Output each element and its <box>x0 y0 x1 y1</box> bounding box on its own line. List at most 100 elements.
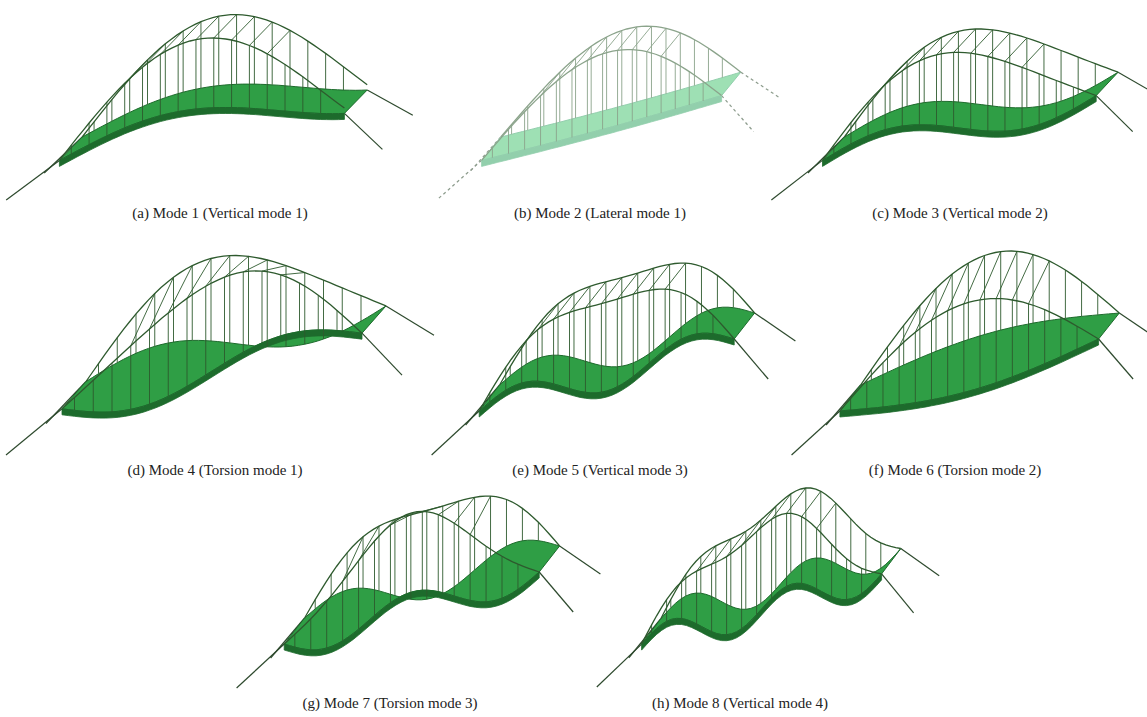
hanger <box>111 100 112 122</box>
hanger <box>980 300 981 388</box>
arch-rib <box>501 26 741 137</box>
hanger <box>502 556 503 598</box>
hanger <box>106 102 107 136</box>
arch-brace <box>470 496 490 534</box>
hanger <box>617 299 618 387</box>
mode-caption: (h) Mode 8 (Vertical mode 4) <box>652 695 828 712</box>
arch-brace <box>249 22 272 45</box>
hanger <box>93 380 94 412</box>
arch-brace <box>422 506 442 511</box>
hanger <box>262 271 263 343</box>
hanger <box>1060 317 1061 356</box>
hanger <box>71 145 72 154</box>
arch-rib <box>62 271 362 409</box>
arch-brace <box>787 488 806 513</box>
arch-brace <box>948 263 969 311</box>
hanger <box>470 535 471 601</box>
arch-brace <box>649 264 669 290</box>
arch-brace <box>742 520 761 545</box>
hanger <box>358 561 359 629</box>
arch-brace <box>601 278 621 304</box>
hanger <box>1043 44 1044 106</box>
hanger <box>865 533 866 574</box>
hanger <box>454 523 455 596</box>
hanger <box>74 397 75 410</box>
arch-brace <box>570 286 590 312</box>
hanger <box>147 60 148 105</box>
arch-brace <box>980 252 1001 300</box>
arch-brace <box>954 29 976 52</box>
hanger <box>790 494 791 573</box>
hanger <box>701 267 702 314</box>
hanger <box>538 522 539 540</box>
hanger <box>915 332 916 402</box>
hanger <box>712 315 713 333</box>
hanger <box>410 515 411 600</box>
hanger <box>154 294 155 347</box>
hanger <box>458 501 459 583</box>
approach-line <box>344 113 382 149</box>
approach-line <box>367 90 413 115</box>
hanger <box>286 266 287 347</box>
arch-rib <box>479 289 734 411</box>
hanger <box>325 53 326 89</box>
hanger <box>173 277 174 342</box>
hanger <box>1012 300 1013 377</box>
arch-rib <box>59 38 344 160</box>
hanger <box>558 304 559 355</box>
hanger <box>569 312 570 388</box>
hanger <box>861 568 862 593</box>
approach-line <box>560 546 601 574</box>
arch-brace <box>232 17 255 40</box>
hanger <box>685 263 686 323</box>
arch-brace <box>618 27 637 50</box>
hanger <box>717 275 718 307</box>
arch-brace <box>131 294 155 346</box>
hanger <box>887 347 888 372</box>
hanger <box>936 55 937 126</box>
hanger <box>290 30 291 86</box>
approach-line <box>882 574 914 613</box>
hanger <box>307 41 308 88</box>
arch-brace <box>160 31 183 54</box>
hanger <box>280 275 281 336</box>
arch-brace <box>996 251 1017 298</box>
hanger <box>160 54 161 115</box>
deck-side <box>840 339 1099 417</box>
hanger <box>605 282 606 367</box>
hanger <box>670 600 671 608</box>
hanger <box>165 44 166 98</box>
hanger <box>302 77 303 113</box>
hanger <box>394 519 395 595</box>
hanger <box>1039 74 1040 125</box>
bridge-mode-shape <box>432 263 796 455</box>
hanger <box>771 519 772 598</box>
hanger <box>486 546 487 602</box>
hanger <box>820 491 821 558</box>
hanger <box>696 571 697 624</box>
arch-brace <box>971 30 993 53</box>
deck-side <box>284 572 539 656</box>
hanger <box>703 81 704 101</box>
arch-brace <box>143 44 166 67</box>
arch-brace <box>554 293 574 319</box>
hanger <box>745 531 746 609</box>
arch-brace <box>262 266 286 271</box>
arch-brace <box>125 60 148 83</box>
hanger <box>492 148 493 158</box>
hanger <box>756 532 757 615</box>
arch-brace <box>665 263 685 289</box>
hanger <box>947 311 948 397</box>
hanger <box>665 28 666 93</box>
hanger <box>310 619 311 650</box>
hanger <box>1049 261 1050 321</box>
hanger <box>522 508 523 540</box>
hanger <box>889 79 890 113</box>
hanger <box>390 525 391 603</box>
hanger <box>130 346 131 410</box>
deck-side <box>59 108 344 167</box>
hanger <box>902 71 903 126</box>
hanger <box>1000 252 1001 331</box>
hanger <box>694 40 695 86</box>
approach-line <box>755 313 796 341</box>
